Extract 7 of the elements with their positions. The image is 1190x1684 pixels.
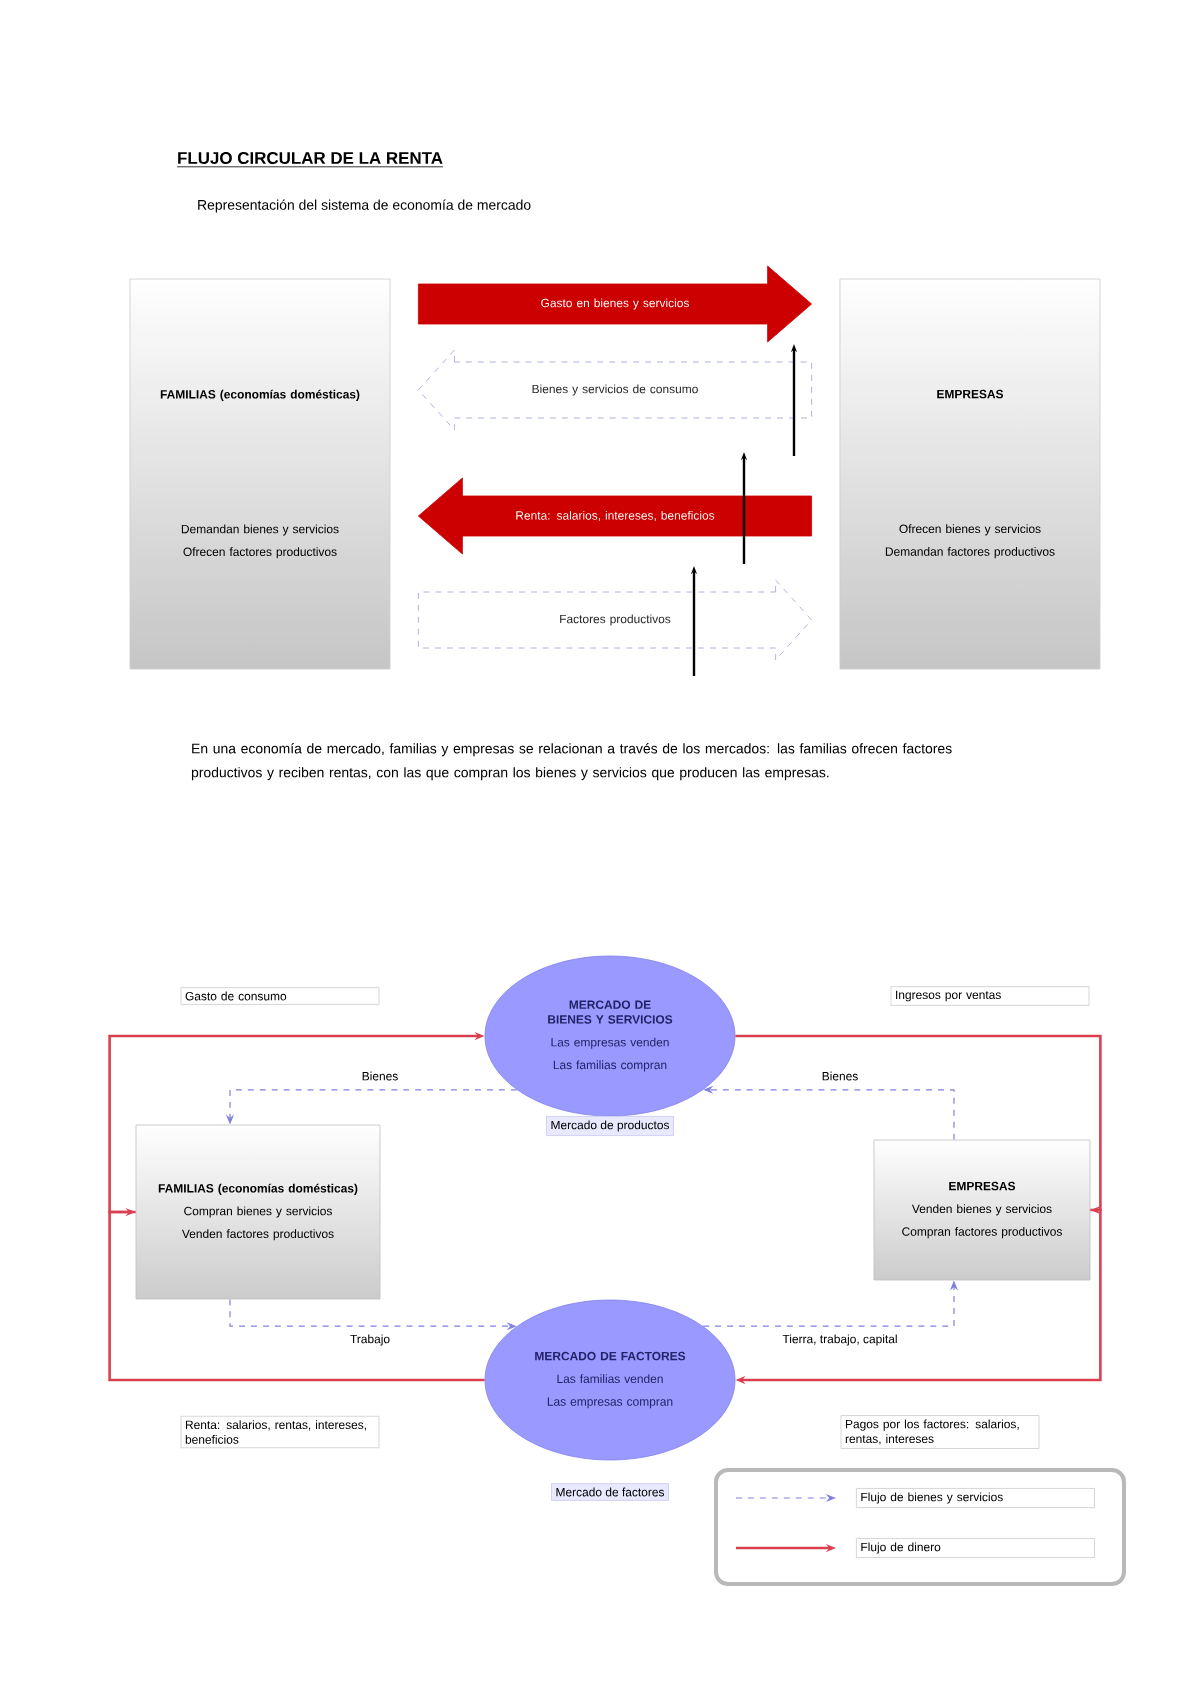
wide-arrow: [418, 265, 812, 343]
wide-arrow: [418, 477, 812, 555]
outline-arrow: [418, 349, 812, 431]
connector: [108, 1207, 485, 1382]
outline-arrow: [418, 579, 812, 661]
title: FLUJO CIRCULAR DE LA RENTA: [176, 152, 444, 168]
connector: [735, 1034, 1102, 1215]
